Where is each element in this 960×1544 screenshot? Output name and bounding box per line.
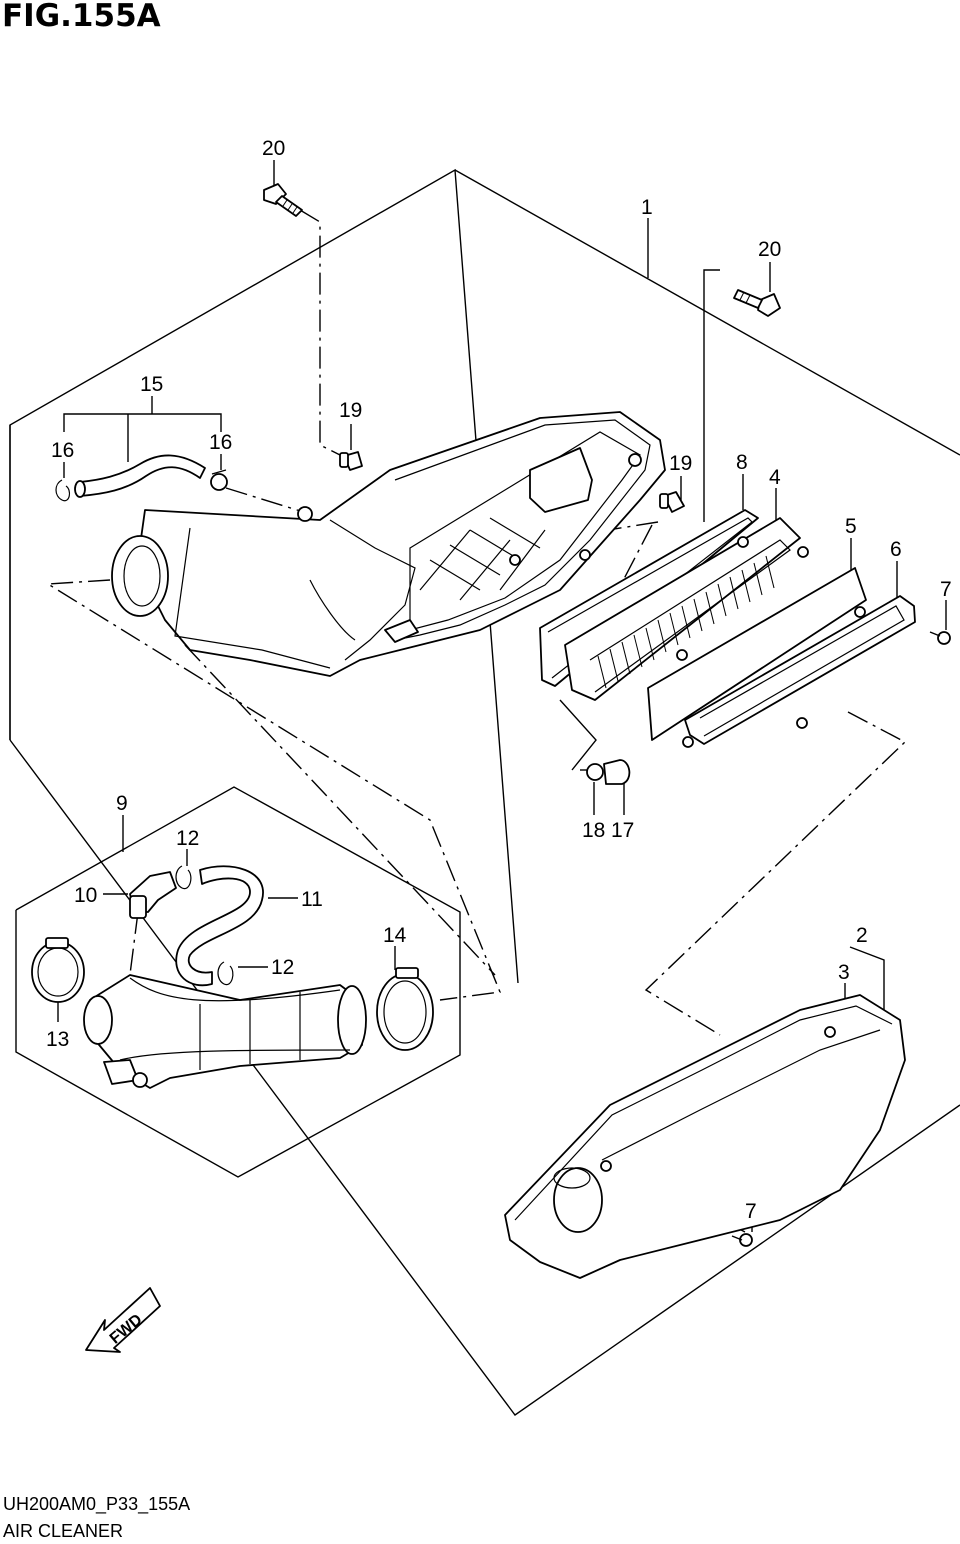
figure-title: FIG.155A bbox=[2, 0, 161, 34]
leader-lines bbox=[57, 160, 947, 1232]
callout-11: 11 bbox=[301, 888, 323, 911]
bolt-20-right bbox=[733, 289, 781, 317]
assembly-outline-hose bbox=[15, 786, 461, 1178]
hose-11 bbox=[175, 865, 264, 987]
air-cleaner-case bbox=[111, 411, 666, 677]
filter-element-4 bbox=[564, 517, 809, 701]
clip-12-top bbox=[175, 865, 192, 890]
cover-plate-6 bbox=[682, 595, 916, 748]
bolt-20-top bbox=[263, 183, 303, 217]
callout-16-left: 16 bbox=[51, 439, 74, 462]
callout-19-top: 19 bbox=[339, 399, 362, 422]
callout-12-top: 12 bbox=[176, 827, 199, 850]
screw-7-bottom bbox=[731, 1233, 753, 1247]
callout-12-bottom: 12 bbox=[271, 956, 294, 979]
callout-8: 8 bbox=[736, 451, 748, 474]
intake-duct bbox=[83, 974, 367, 1089]
callout-16-right: 16 bbox=[209, 431, 232, 454]
callout-6: 6 bbox=[890, 538, 902, 561]
callout-labels: 20 1 20 15 19 16 16 19 8 4 5 6 7 9 18 17… bbox=[46, 137, 952, 1223]
sponge-5 bbox=[647, 567, 867, 741]
callout-10: 10 bbox=[74, 884, 97, 907]
callout-20-top: 20 bbox=[262, 137, 285, 160]
callout-18: 18 bbox=[582, 819, 605, 842]
drain-plug-17 bbox=[603, 759, 631, 785]
callout-13: 13 bbox=[46, 1028, 69, 1051]
clip-12-bottom bbox=[217, 961, 234, 986]
elbow-fitting-10 bbox=[129, 871, 177, 919]
clip-18 bbox=[586, 763, 604, 781]
callout-3: 3 bbox=[838, 961, 850, 984]
drawing-name: AIR CLEANER bbox=[3, 1521, 124, 1541]
drawing-code: UH200AM0_P33_155A bbox=[3, 1494, 191, 1514]
breather-hose-15 bbox=[74, 454, 206, 498]
callout-7-top: 7 bbox=[940, 578, 952, 601]
filter-pleats bbox=[597, 555, 775, 689]
callout-19-right: 19 bbox=[669, 452, 692, 475]
clamp-14 bbox=[376, 967, 434, 1051]
clip-16-right bbox=[210, 469, 228, 491]
callout-15: 15 bbox=[140, 373, 163, 396]
screw-7-top bbox=[929, 631, 951, 645]
callout-9: 9 bbox=[116, 792, 128, 815]
callout-4: 4 bbox=[769, 466, 781, 489]
callout-2: 2 bbox=[856, 924, 868, 947]
lower-case-2 bbox=[504, 994, 906, 1279]
callout-7-bottom: 7 bbox=[745, 1200, 757, 1223]
callout-20-right: 20 bbox=[758, 238, 781, 261]
callout-5: 5 bbox=[845, 515, 857, 538]
grommet-19-top bbox=[339, 451, 363, 471]
grommet-19-right bbox=[659, 491, 685, 513]
callout-17: 17 bbox=[611, 819, 634, 842]
assembly-outline-main bbox=[9, 168, 960, 1416]
fwd-arrow: FWD bbox=[85, 1287, 161, 1353]
callout-1: 1 bbox=[641, 196, 653, 219]
clip-16-left bbox=[55, 479, 71, 502]
clamp-13 bbox=[31, 937, 85, 1003]
callout-14: 14 bbox=[383, 924, 407, 947]
